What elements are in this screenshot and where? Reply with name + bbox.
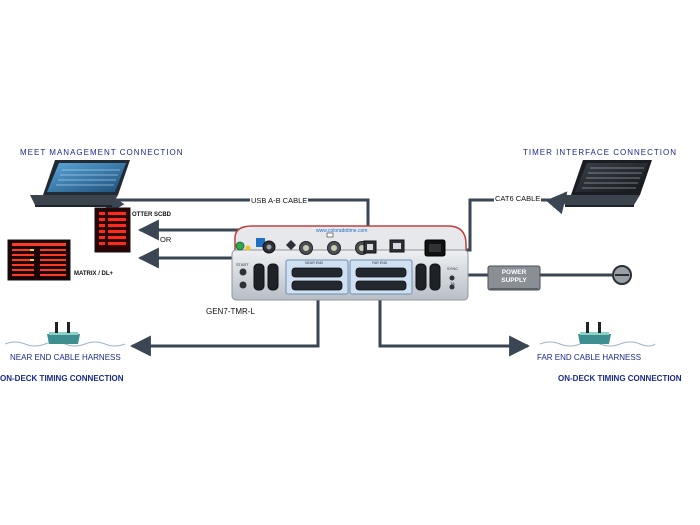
otter-scoreboard (94, 207, 131, 253)
power-supply-label-line2: SUPPLY (501, 277, 527, 284)
led-green-icon (235, 241, 245, 251)
matrix-scoreboard (7, 239, 71, 281)
power-supply (487, 265, 541, 291)
power-plug-icon (612, 265, 632, 285)
far-end-port-label: FAR END (372, 261, 388, 265)
device-website: www.coloradotime.com (316, 228, 368, 234)
usb-cable-label: USB A-B CABLE (250, 196, 309, 205)
device-name-label: GEN7-TMR-L (206, 307, 255, 316)
near-end-harness-label: NEAR END CABLE HARNESS (10, 353, 121, 362)
ta-port-icon (449, 284, 455, 290)
db-connector-icons (291, 267, 407, 291)
matrix-label: MATRIX / DL+ (74, 271, 114, 277)
reset-button-icon (239, 281, 247, 289)
far-end-line (378, 293, 531, 357)
sync-port-icon (449, 275, 455, 281)
matrix-line (137, 247, 240, 269)
otter-line (137, 219, 240, 248)
ta-label: TA (450, 281, 455, 286)
on-deck-left-label: ON-DECK TIMING CONNECTION (0, 374, 124, 383)
otter-scbd-label: OTTER SCBD (132, 212, 171, 218)
near-end-port-label: NEAR END (305, 261, 324, 265)
near-end-line (129, 293, 320, 357)
power-supply-label: POWER SUPPLY (496, 269, 532, 285)
side-connector-icons (253, 263, 441, 291)
sync-label: SYNC (447, 266, 459, 271)
near-end-harness (47, 322, 80, 344)
power-supply-label-line1: POWER (501, 269, 527, 276)
or-label: OR (160, 235, 172, 244)
diamond-icon (286, 240, 296, 250)
on-deck-right-label: ON-DECK TIMING CONNECTION (558, 374, 682, 383)
timer-interface-laptop (560, 160, 652, 207)
timer-interface-label: TIMER INTERFACE CONNECTION (523, 148, 678, 157)
led-yellow-icon (245, 245, 251, 251)
start-button-icon (239, 268, 247, 276)
far-end-harness-label: FAR END CABLE HARNESS (537, 353, 642, 362)
cat6-cable-label: CAT6 CABLE (494, 194, 542, 203)
gen7-timer-device (231, 225, 469, 301)
meet-management-laptop (30, 160, 130, 207)
meet-management-label: MEET MANAGEMENT CONNECTION (20, 148, 184, 157)
bluetooth-badge-icon (256, 238, 265, 247)
small-port-icon (326, 232, 334, 238)
start-label: START (236, 262, 249, 267)
far-end-harness (578, 322, 611, 344)
